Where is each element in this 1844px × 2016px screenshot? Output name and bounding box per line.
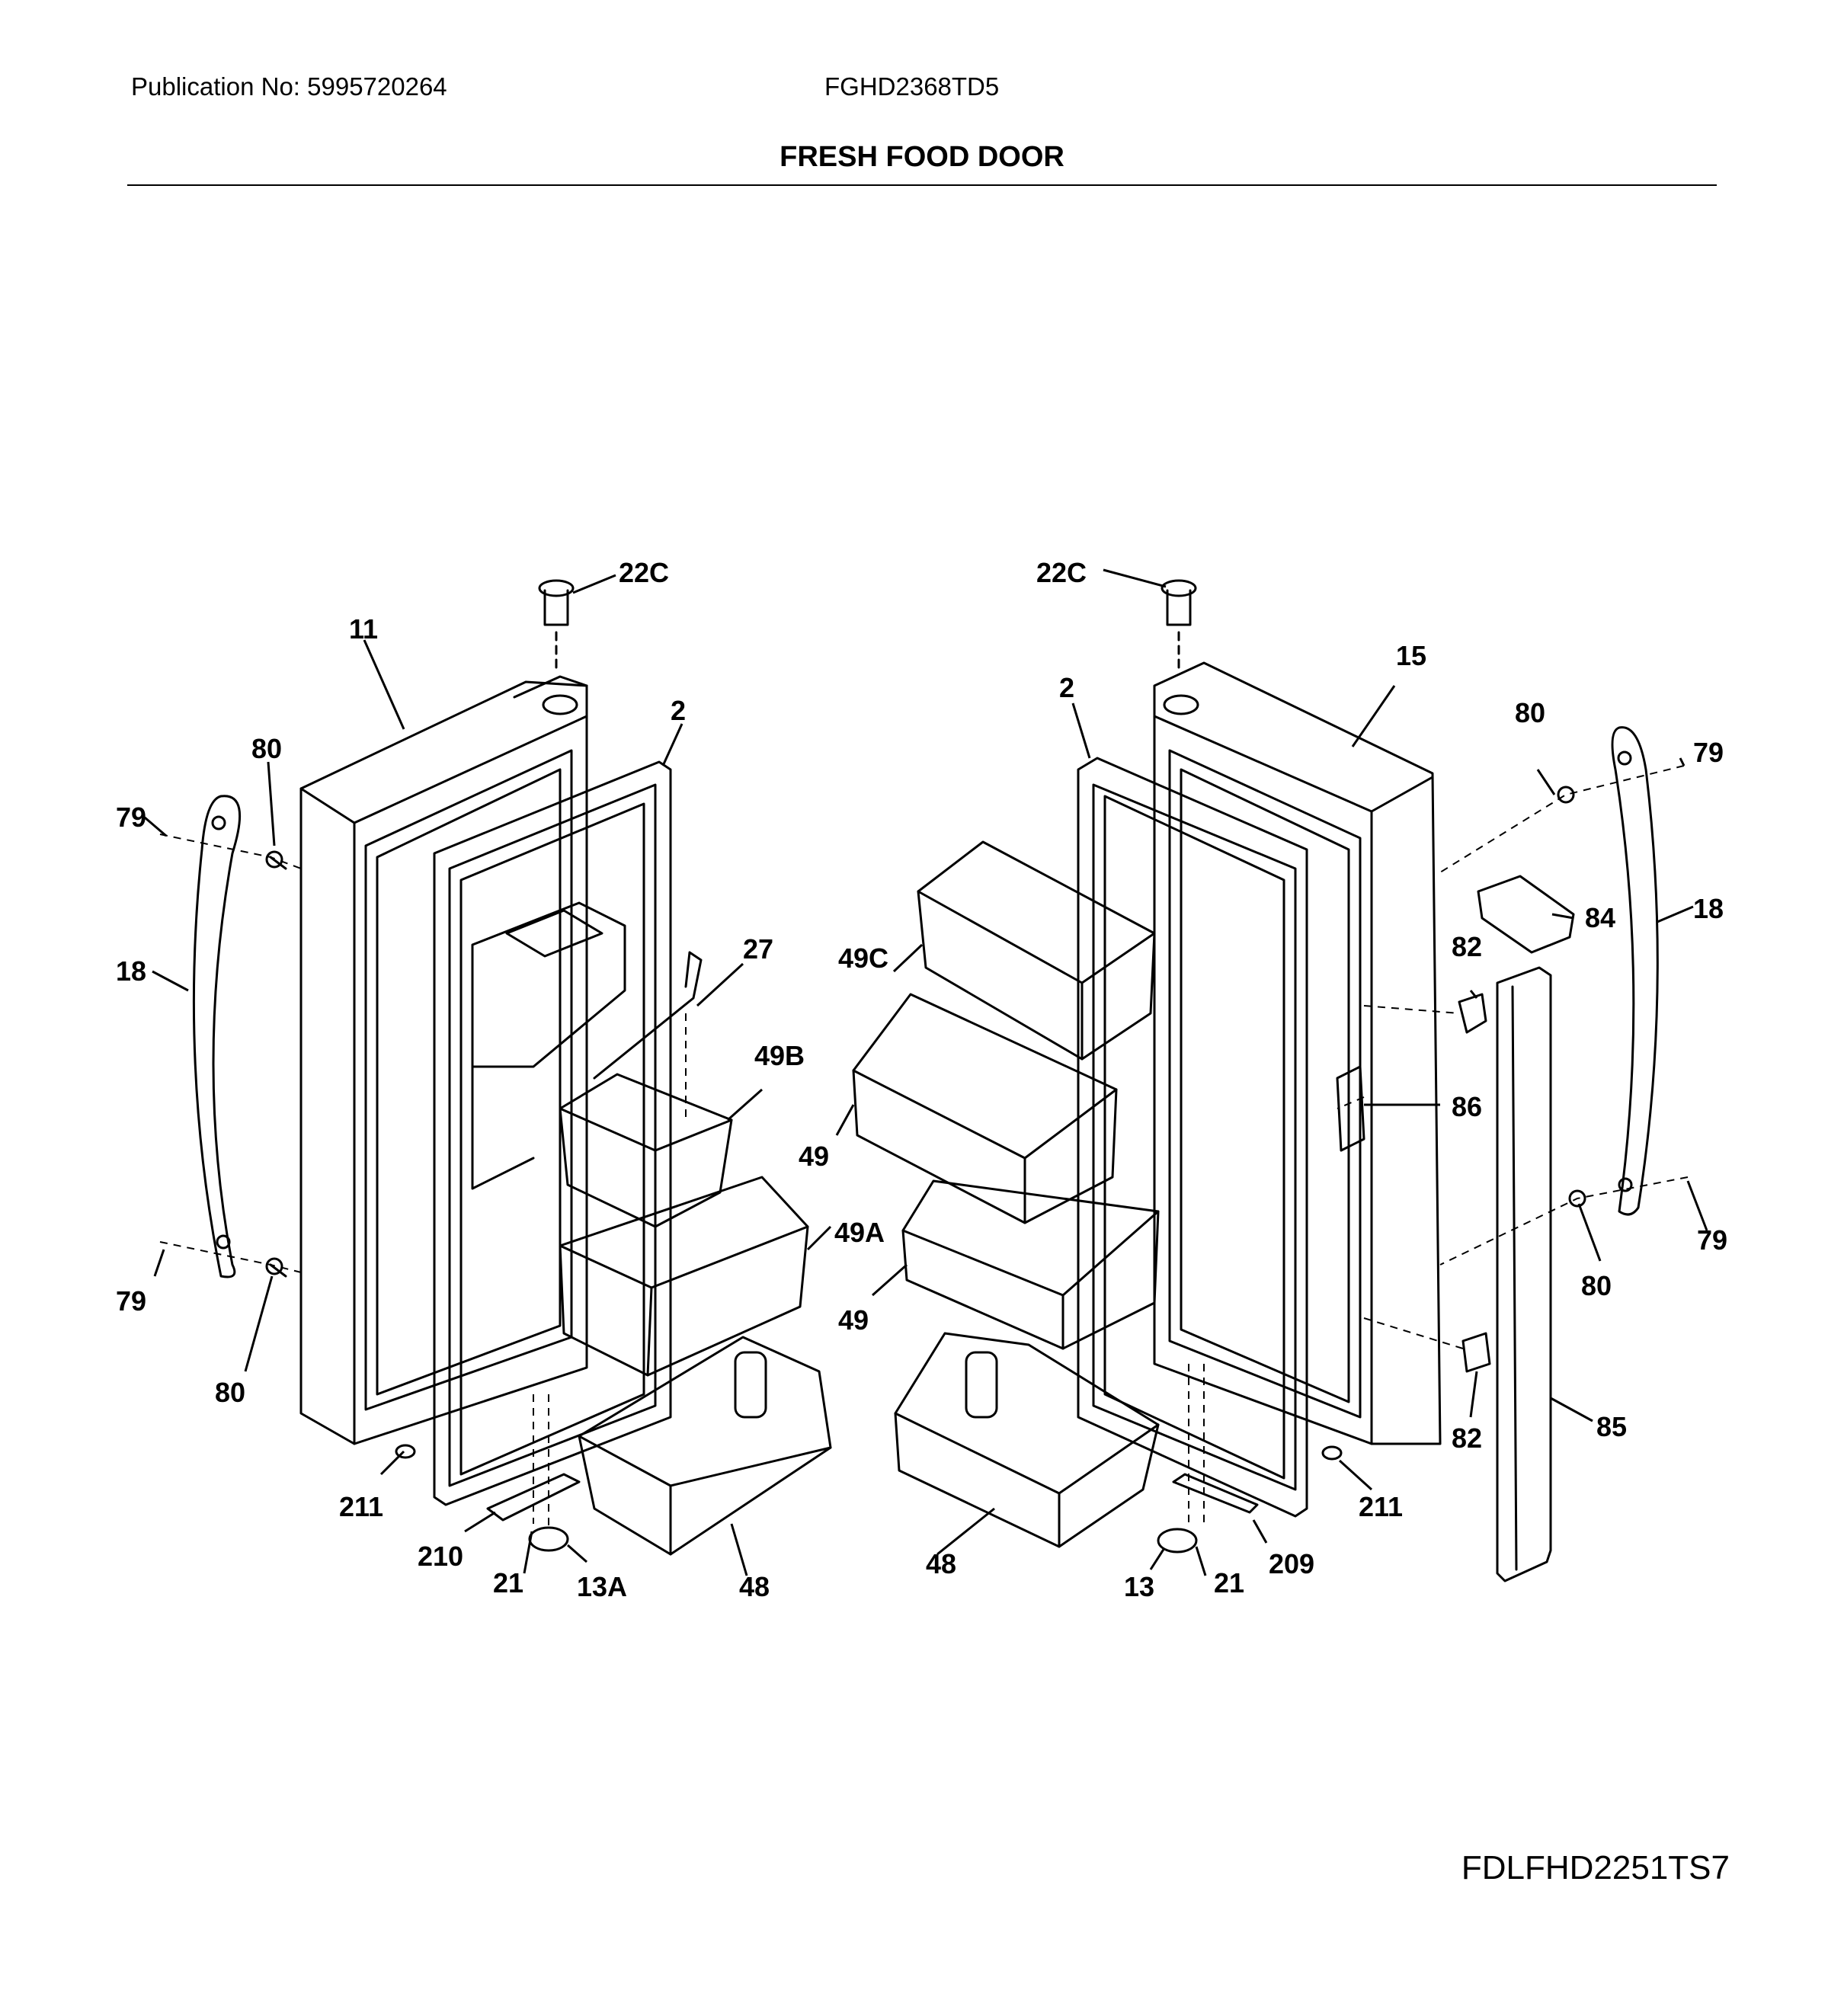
callout-79-right-bottom: 79 [1697, 1224, 1727, 1256]
right-handle-screws [1557, 786, 1586, 1208]
callout-2-left: 2 [671, 695, 686, 726]
callout-79-left-bottom: 79 [116, 1285, 146, 1317]
callout-209: 209 [1269, 1548, 1314, 1579]
right-bottom-hinge-parts [1157, 1445, 1343, 1554]
callout-13: 13 [1124, 1571, 1154, 1602]
diagram-code: FDLFHD2251TS7 [1461, 1849, 1730, 1886]
left-handle-18 [192, 795, 242, 1278]
bin-49-bottom [901, 1179, 1160, 1350]
bin-48-right [894, 1332, 1160, 1548]
callout-49-bottom: 49 [838, 1304, 869, 1336]
page-title: FRESH FOOD DOOR [780, 141, 1064, 173]
model-number: FGHD2368TD5 [824, 72, 1000, 101]
callout-211-right: 211 [1359, 1491, 1403, 1522]
callout-11: 11 [349, 613, 378, 645]
callout-48-right: 48 [926, 1548, 956, 1579]
bin-49-top [852, 993, 1118, 1224]
bin-49c [917, 840, 1156, 1061]
callout-82-top: 82 [1452, 931, 1482, 962]
clips-82 [1458, 993, 1491, 1373]
callout-21-left: 21 [493, 1567, 523, 1598]
left-bottom-hinge-parts [395, 1444, 581, 1552]
hinge-pin-22c-right [1161, 579, 1197, 672]
bin-48-left [578, 1336, 832, 1556]
callout-49-top: 49 [799, 1141, 829, 1172]
callout-80-left-top: 80 [251, 733, 282, 764]
callout-48-left: 48 [739, 1571, 770, 1602]
callout-18-right: 18 [1693, 893, 1724, 924]
callout-80-right-bottom: 80 [1581, 1270, 1612, 1301]
callout-22c-left: 22C [619, 557, 669, 588]
callout-82-bottom: 82 [1452, 1422, 1482, 1454]
callout-80-right-top: 80 [1515, 697, 1545, 728]
left-handle-screws [265, 850, 287, 1278]
callout-18-left: 18 [116, 955, 146, 987]
leader-lines [144, 568, 1708, 1576]
left-door-outer-panel [299, 680, 588, 1445]
callout-49b: 49B [754, 1040, 805, 1071]
right-door-top-hinge-cap [1163, 694, 1199, 715]
callout-13a: 13A [577, 1571, 627, 1602]
control-86 [1336, 1065, 1365, 1152]
callout-49a: 49A [834, 1217, 885, 1248]
callout-2-right: 2 [1059, 672, 1074, 703]
callout-211-left: 211 [339, 1491, 383, 1522]
part-27-wire [593, 951, 703, 1080]
left-door-top-hinge-cap [513, 675, 588, 715]
callout-22c-right: 22C [1036, 557, 1087, 588]
callout-49c: 49C [838, 942, 888, 974]
right-handle-18 [1611, 726, 1659, 1216]
callout-80-left-bottom: 80 [215, 1377, 245, 1408]
hinge-pin-22c-left [538, 579, 575, 672]
callout-84: 84 [1585, 902, 1615, 933]
callout-210: 210 [418, 1541, 463, 1572]
left-dispenser-housing [471, 901, 626, 1190]
callout-79-left-top: 79 [116, 802, 146, 833]
callout-86: 86 [1452, 1091, 1482, 1122]
publication-number: Publication No: 5995720264 [131, 72, 447, 101]
callout-21-right: 21 [1214, 1567, 1244, 1598]
bracket-84 [1477, 875, 1575, 954]
left-door-gasket [433, 760, 672, 1506]
bin-49a [559, 1176, 809, 1377]
callout-15: 15 [1396, 640, 1426, 671]
header-rule [127, 184, 1717, 186]
right-door-outer-panel [1153, 661, 1442, 1445]
callout-85: 85 [1596, 1411, 1627, 1442]
trim-85 [1496, 966, 1552, 1582]
callout-79-right-top: 79 [1693, 737, 1724, 768]
callout-27: 27 [743, 933, 773, 965]
right-door-gasket [1077, 757, 1308, 1518]
